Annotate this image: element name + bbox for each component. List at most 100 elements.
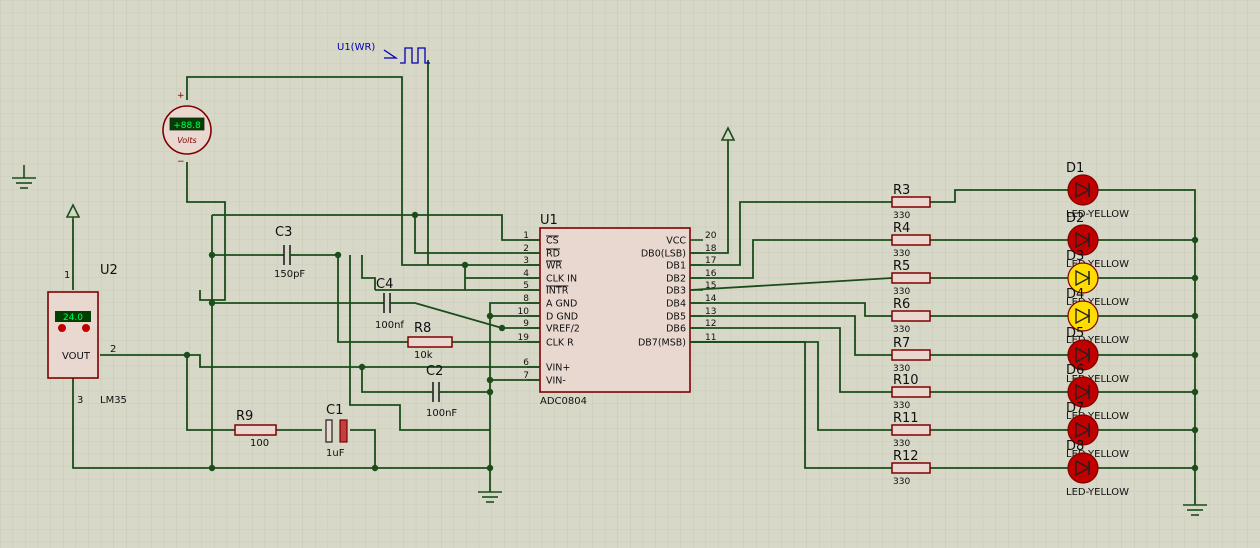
led-ref: D3 (1066, 249, 1084, 264)
adc-pin-number: 11 (705, 333, 716, 343)
led-body (1067, 452, 1099, 484)
lm35-sensor[interactable]: 24.0 VOUT U2 LM35 1 2 3 (47, 263, 127, 406)
c3-ref: C3 (275, 225, 292, 240)
adc-pin-number: 20 (705, 231, 717, 241)
led-type: LED-YELLOW (1066, 209, 1129, 220)
resistor-body (891, 310, 931, 322)
resistor-ref: R10 (893, 373, 919, 388)
power-icon-vcc (720, 126, 736, 141)
resistor-ref: R5 (893, 259, 910, 274)
adc-pin-name: CLK IN (546, 274, 577, 285)
output-resistors: R3330R4330R5330R6330R7330R10330R11330R12… (891, 183, 931, 487)
c2-value: 100nF (426, 408, 457, 419)
diode-icon (1075, 383, 1091, 401)
resistor-value: 330 (893, 325, 910, 335)
capacitor-c3[interactable]: C3 150pF (274, 225, 305, 280)
voltmeter[interactable]: +88.8 Volts + − (162, 91, 212, 167)
diode-icon (1075, 421, 1091, 439)
led-ref: D2 (1066, 211, 1084, 226)
voltmeter-plus: + (177, 91, 185, 101)
lm35-button-up-icon[interactable] (82, 324, 90, 332)
led-ref: D7 (1066, 401, 1084, 416)
r8-value: 10k (414, 350, 433, 361)
led-body (1067, 174, 1099, 206)
resistor-r8[interactable]: R8 10k (407, 321, 453, 361)
lm35-ref: U2 (100, 263, 118, 278)
junctions (183, 211, 1199, 472)
diode-icon (1075, 346, 1091, 364)
led-type: LED-YELLOW (1066, 449, 1129, 460)
adc-pin-name: DB2 (666, 274, 686, 285)
adc-pin-number: 2 (523, 244, 529, 254)
led-type: LED-YELLOW (1066, 335, 1129, 346)
ground-icon-left (12, 165, 36, 189)
lm35-button-down-icon[interactable] (58, 324, 66, 332)
logic-probe[interactable]: U1(WR) (337, 42, 430, 64)
adc-pin-number: 15 (705, 281, 716, 291)
adc-pin-name: DB4 (666, 299, 686, 310)
resistor-ref: R6 (893, 297, 910, 312)
adc-pin-name: RD (546, 249, 560, 260)
diode-icon (1075, 231, 1091, 249)
resistor-r9[interactable]: R9 100 (234, 409, 277, 449)
r8-ref: R8 (414, 321, 431, 336)
adc-pin-name: D GND (546, 312, 578, 323)
capacitor-c1[interactable]: C1 1uF (325, 403, 348, 459)
led-ref: D6 (1066, 363, 1084, 378)
led-type: LED-YELLOW (1066, 259, 1129, 270)
adc-pin-name: DB7(MSB) (638, 338, 686, 349)
adc-pin-name: VREF/2 (546, 324, 580, 335)
led-ref: D4 (1066, 287, 1084, 302)
diode-icon (1075, 459, 1091, 477)
resistor-r10[interactable]: R10 330 (891, 373, 931, 411)
adc-pin-number: 10 (518, 307, 530, 317)
lm35-pin3: 3 (77, 395, 83, 406)
adc-pin-name: INTR (546, 286, 569, 297)
adc-pin-number: 18 (705, 244, 717, 254)
resistor-value: 330 (893, 401, 910, 411)
adc-pin-name: DB1 (666, 261, 686, 272)
adc-pin-name: CLK R (546, 338, 574, 349)
adc-pin-name: WR (546, 261, 562, 272)
resistor-value: 330 (893, 211, 910, 221)
resistor-r6[interactable]: R6 330 (891, 297, 931, 335)
lm35-pin2: 2 (110, 344, 116, 355)
c4-value: 100nf (375, 320, 404, 331)
adc-pin-number: 8 (523, 294, 529, 304)
diode-icon (1075, 307, 1091, 325)
ground-symbols (12, 126, 1207, 516)
wires (72, 60, 1196, 505)
diode-icon (1075, 181, 1091, 199)
lm35-pin1: 1 (64, 270, 70, 281)
voltmeter-reading: +88.8 (173, 121, 201, 131)
resistor-body (891, 196, 931, 208)
capacitor-c4[interactable]: C4 100nf (375, 277, 404, 331)
adc-pin-name: DB5 (666, 312, 686, 323)
led-type: LED-YELLOW (1066, 411, 1129, 422)
adc-ref: U1 (540, 213, 558, 228)
led-type: LED-YELLOW (1066, 374, 1129, 385)
adc-pin-number: 13 (705, 307, 716, 317)
resistor-ref: R7 (893, 336, 910, 351)
adc-pin-name: DB6 (666, 324, 686, 335)
capacitor-c2[interactable]: C2 100nF (425, 364, 457, 419)
adc-pin-number: 7 (523, 371, 529, 381)
resistor-body (891, 462, 931, 474)
